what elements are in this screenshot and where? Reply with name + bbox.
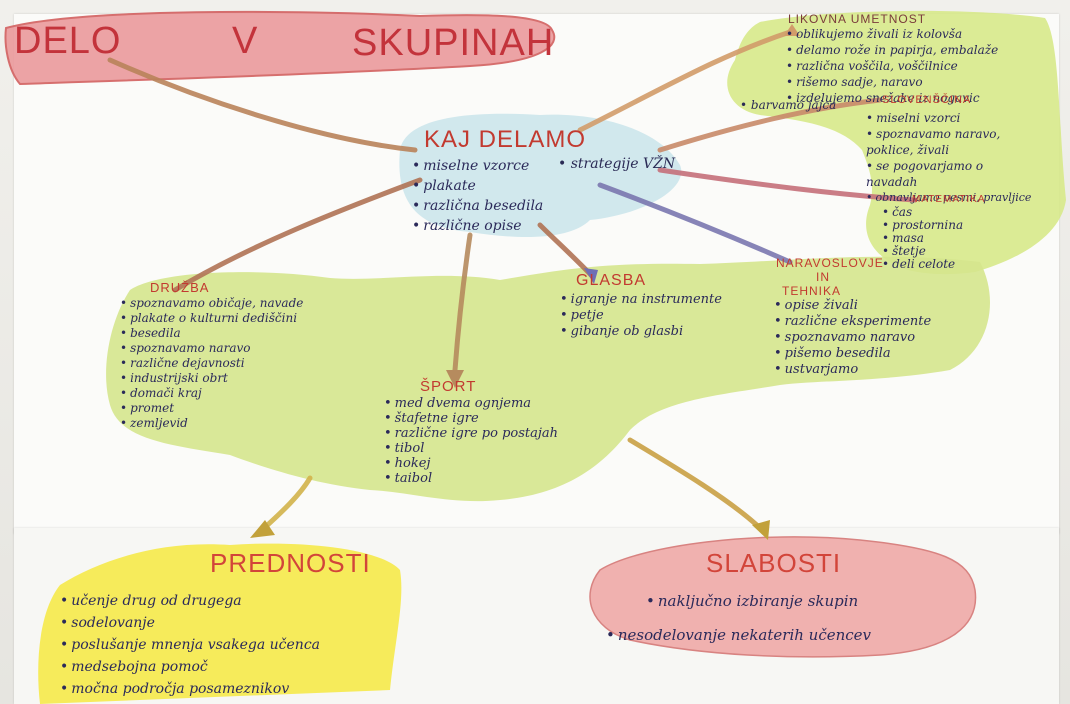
list-item: se pogovarjamo o navadah — [866, 158, 1016, 190]
matematika-list: čas prostornina masa štetje deli celote — [882, 206, 963, 271]
title-cloud — [4, 10, 556, 86]
list-item: različna voščila, voščilnice — [786, 58, 998, 74]
list-item: masa — [882, 232, 963, 245]
arrow-to-narava — [597, 182, 793, 265]
list-item: plakate — [412, 176, 543, 196]
list-item: prostornina — [882, 219, 963, 232]
list-item: pišemo besedila — [774, 346, 931, 362]
center-list: miselne vzorce plakate različna besedila… — [412, 156, 543, 236]
narava-list: opise živali različne eksperimente spozn… — [774, 298, 932, 378]
slabosti-list: naključno izbiranje skupin nesodelovanje… — [606, 584, 871, 652]
prednosti-title: PREDNOSTI — [210, 548, 371, 578]
narava-title-line3: TEHNIKA — [782, 284, 842, 298]
list-item: štetje — [882, 245, 963, 258]
list-item: hokej — [384, 456, 558, 471]
arrowhead-glasba — [584, 268, 598, 284]
arrow-title-to-center — [107, 57, 418, 153]
list-item: oblikujemo živali iz kolovša — [786, 26, 998, 42]
list-item: tibol — [384, 441, 558, 456]
list-item: medsebojna pomoč — [60, 656, 320, 678]
title-word-delo: DELO — [14, 20, 122, 62]
list-item: močna področja posameznikov — [60, 678, 320, 700]
prednosti-list: učenje drug od drugega sodelovanje poslu… — [60, 590, 320, 700]
arrow-to-prednosti — [259, 475, 313, 533]
list-item: naključno izbiranje skupin — [646, 584, 871, 618]
arrow-to-slabosti — [627, 437, 763, 531]
list-item: izdelujemo snežake iz nogavic — [786, 90, 998, 106]
list-item: različna besedila — [412, 196, 543, 216]
likovna-title: LIKOVNA UMETNOST — [788, 12, 927, 26]
title-word-skupinah: SKUPINAH — [352, 22, 555, 64]
list-item: industrijski obrt — [120, 371, 303, 386]
list-item: spoznavamo običaje, navade — [120, 296, 303, 311]
list-item: promet — [120, 401, 303, 416]
list-item: miselni vzorci — [866, 110, 1031, 126]
slovenscina-title: SLOVENŠČINA — [882, 94, 972, 106]
list-item: različne igre po postajah — [384, 426, 558, 441]
list-item: taibol — [384, 471, 558, 486]
list-item: plakate o kulturni dediščini — [120, 311, 303, 326]
arrow-to-sport — [452, 232, 473, 373]
list-item: zemljevid — [120, 416, 303, 431]
list-item: ustvarjamo — [774, 362, 931, 378]
slovenscina-list: miselni vzorci spoznavamo naravo, poklic… — [866, 110, 1031, 206]
list-item: različne eksperimente — [774, 314, 932, 330]
list-item: spoznavamo naravo — [120, 341, 303, 356]
arrow-to-druzba — [172, 177, 423, 293]
glasba-title: GLASBA — [576, 272, 647, 289]
likovna-list: oblikujemo živali iz kolovša delamo rože… — [786, 26, 998, 106]
likovna-extra: • barvamo jajca — [740, 98, 837, 112]
list-item: obnavljamo pesmi, pravljice — [866, 190, 1032, 206]
list-item: čas — [882, 206, 963, 219]
narava-title-line1: NARAVOSLOVJE — [776, 256, 884, 270]
list-item: sodelovanje — [60, 612, 320, 634]
list-item: štafetne igre — [384, 411, 558, 426]
arrow-to-likovna — [577, 29, 793, 133]
druzba-title: DRUŽBA — [150, 280, 210, 295]
matematika-title: MATEMATIKA — [912, 194, 986, 205]
sport-list: med dvema ognjema štafetne igre različne… — [384, 396, 558, 486]
arrow-to-glasba — [537, 222, 595, 279]
likovna-extra-text: barvamo jajca — [750, 98, 837, 112]
center-title: KAJ DELAMO — [424, 126, 587, 153]
sport-title: ŠPORT — [420, 378, 477, 395]
list-item: rišemo sadje, naravo — [786, 74, 998, 90]
list-item: delamo rože in papirja, embalaže — [786, 42, 998, 58]
list-item: poslušanje mnenja vsakega učenca — [60, 634, 320, 656]
glasba-list: igranje na instrumente petje gibanje ob … — [560, 292, 722, 340]
list-item: različne dejavnosti — [120, 356, 303, 371]
list-item: gibanje ob glasbi — [560, 324, 722, 340]
center-extra-text: strategije VŽN — [570, 156, 676, 172]
list-item: različne opise — [412, 216, 543, 236]
title-word-v: V — [232, 20, 259, 62]
slabosti-title: SLABOSTI — [706, 548, 842, 578]
arrowhead-sport — [446, 370, 464, 388]
druzba-list: spoznavamo običaje, navade plakate o kul… — [120, 296, 303, 431]
list-item: domači kraj — [120, 386, 303, 401]
list-item: igranje na instrumente — [560, 292, 722, 308]
list-item: besedila — [120, 326, 303, 341]
arrowhead-slabosti — [752, 520, 770, 540]
arrowhead-prednosti — [250, 520, 275, 538]
green-main-area — [106, 256, 990, 502]
list-item: petje — [560, 308, 722, 324]
list-item: opise živali — [774, 298, 931, 314]
narava-title-line2: IN — [816, 270, 830, 284]
list-item: med dvema ognjema — [384, 396, 558, 411]
list-item: miselne vzorce — [412, 156, 543, 176]
list-item: spoznavamo naravo — [774, 330, 931, 346]
center-extra: • strategije VŽN — [558, 156, 676, 172]
list-item: spoznavamo naravo, poklice, živali — [866, 126, 1026, 158]
list-item: deli celote — [882, 258, 963, 271]
list-item: nesodelovanje nekaterih učencev — [606, 618, 871, 652]
list-item: učenje drug od drugega — [60, 590, 320, 612]
